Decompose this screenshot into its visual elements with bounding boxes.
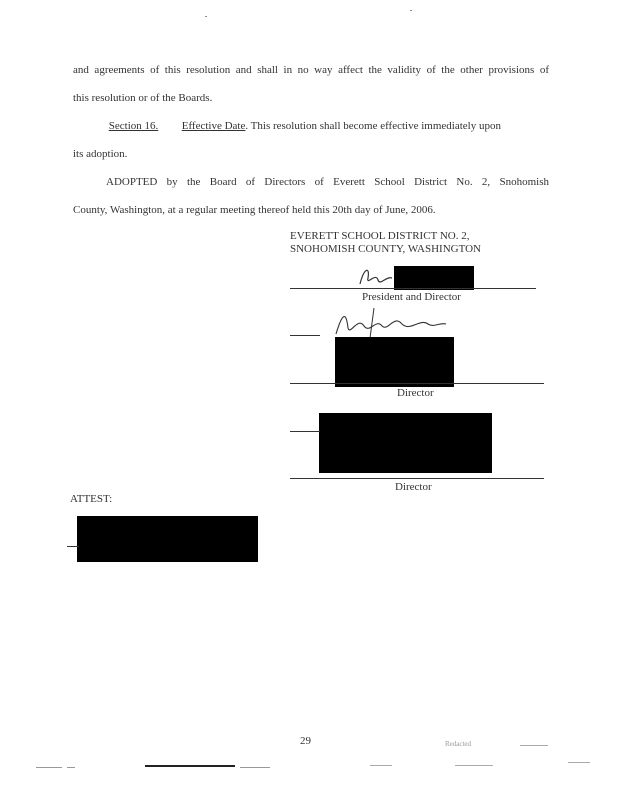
adopted-line2: County, Washington, at a regular meeting… (73, 204, 436, 216)
paragraph-end-line2: this resolution or of the Boards. (73, 92, 213, 104)
scan-speck-5 (455, 765, 493, 766)
signer3-title: Director (395, 481, 432, 493)
footer-stamp: Redacted (445, 740, 472, 748)
scan-speck-top-2 (410, 10, 412, 11)
org-line2: SNOHOMISH COUNTY, WASHINGTON (290, 243, 481, 255)
scan-speck-top-1 (205, 16, 207, 17)
signature-line-1 (290, 288, 536, 289)
redacted-attest-signature (77, 516, 258, 562)
attest-line-stub (67, 546, 79, 547)
section-label: Section 16. (108, 120, 159, 132)
section-text-line2: its adoption. (73, 148, 128, 160)
signer1-title: President and Director (362, 291, 461, 303)
signature-scribble-1 (359, 269, 393, 285)
scan-speck-1 (36, 767, 62, 768)
section-text: . This resolution shall become effective… (245, 120, 501, 132)
signature-stub-2a (290, 335, 320, 336)
paragraph-end-line1: and agreements of this resolution and sh… (73, 64, 549, 76)
footer-stamp-mark (520, 745, 548, 746)
scan-speck-6 (568, 762, 590, 763)
signer2-title: Director (397, 387, 434, 399)
attest-label: ATTEST: (70, 493, 113, 505)
adopted-line1: ADOPTED by the Board of Directors of Eve… (106, 176, 549, 188)
scan-bar-dark (145, 765, 235, 767)
signature-line-3 (290, 478, 544, 479)
redacted-signature-3 (319, 413, 492, 473)
redacted-signature-2 (335, 337, 454, 387)
org-line1: EVERETT SCHOOL DISTRICT NO. 2, (290, 230, 470, 242)
section-16: Section 16. Effective Date. This resolut… (73, 119, 549, 133)
signature-scribble-2 (335, 307, 447, 339)
section-title: Effective Date (181, 120, 246, 132)
scan-speck-2 (67, 767, 75, 768)
redacted-signature-1 (394, 266, 474, 290)
signature-stub-3a (290, 431, 320, 432)
scan-speck-4 (370, 765, 392, 766)
page-number: 29 (300, 735, 311, 747)
signature-line-2 (290, 383, 544, 384)
scan-speck-3 (240, 767, 270, 768)
